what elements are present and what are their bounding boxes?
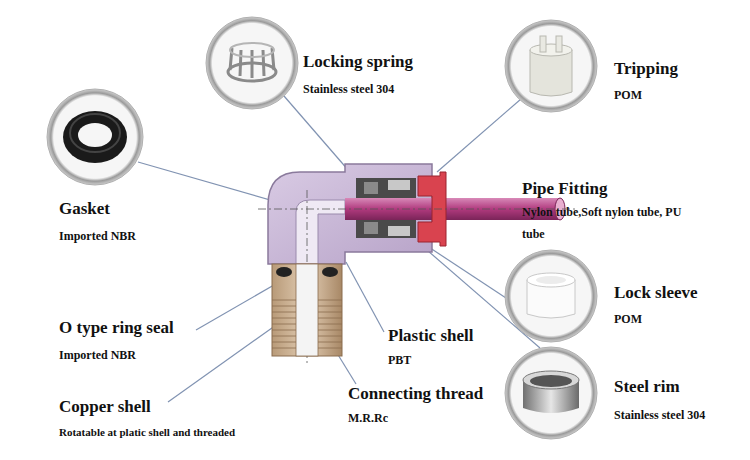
part-name: Gasket: [59, 198, 110, 219]
material: Imported NBR: [59, 229, 136, 244]
part-name: Copper shell: [59, 396, 151, 417]
material: Stainless steel 304: [303, 82, 394, 97]
tube-types: Nylon tube,Soft nylon tube, PU tube: [522, 202, 694, 245]
part-name: O type ring seal: [59, 317, 174, 338]
part-name: Locking spring: [303, 51, 413, 72]
part-name: Lock sleeve: [614, 282, 698, 303]
part-name: Steel rim: [614, 376, 680, 397]
thread-types: M.R.Rc: [348, 411, 388, 426]
part-name: Connecting thread: [348, 383, 483, 404]
material: POM: [614, 312, 642, 327]
part-name: Plastic shell: [388, 325, 473, 346]
material: Imported NBR: [59, 348, 136, 363]
material: Stainless steel 304: [614, 408, 705, 423]
material: PBT: [388, 353, 411, 368]
part-name: Tripping: [614, 58, 678, 79]
part-name: Pipe Fitting: [522, 178, 607, 199]
material: POM: [614, 88, 642, 103]
note: Rotatable at platic shell and threaded: [59, 426, 235, 440]
